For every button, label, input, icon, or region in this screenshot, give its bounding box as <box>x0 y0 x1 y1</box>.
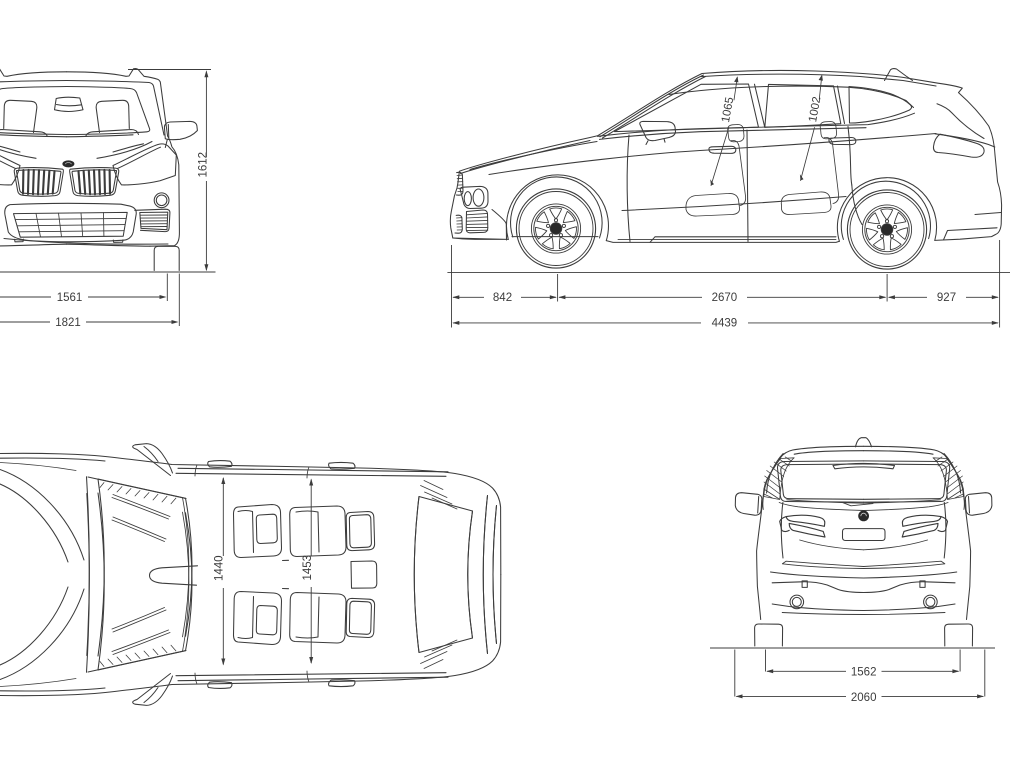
svg-text:1440: 1440 <box>214 555 226 581</box>
svg-text:1453: 1453 <box>302 555 314 581</box>
svg-text:1821: 1821 <box>55 317 81 329</box>
svg-text:1065: 1065 <box>720 96 736 123</box>
svg-text:927: 927 <box>937 292 956 304</box>
svg-text:1562: 1562 <box>851 666 877 678</box>
svg-text:842: 842 <box>493 292 512 304</box>
svg-text:1561: 1561 <box>57 292 83 304</box>
svg-text:1612: 1612 <box>197 152 209 178</box>
svg-text:1002: 1002 <box>807 96 823 123</box>
svg-text:2670: 2670 <box>712 292 738 304</box>
svg-text:2060: 2060 <box>851 692 877 704</box>
svg-text:4439: 4439 <box>712 318 738 330</box>
